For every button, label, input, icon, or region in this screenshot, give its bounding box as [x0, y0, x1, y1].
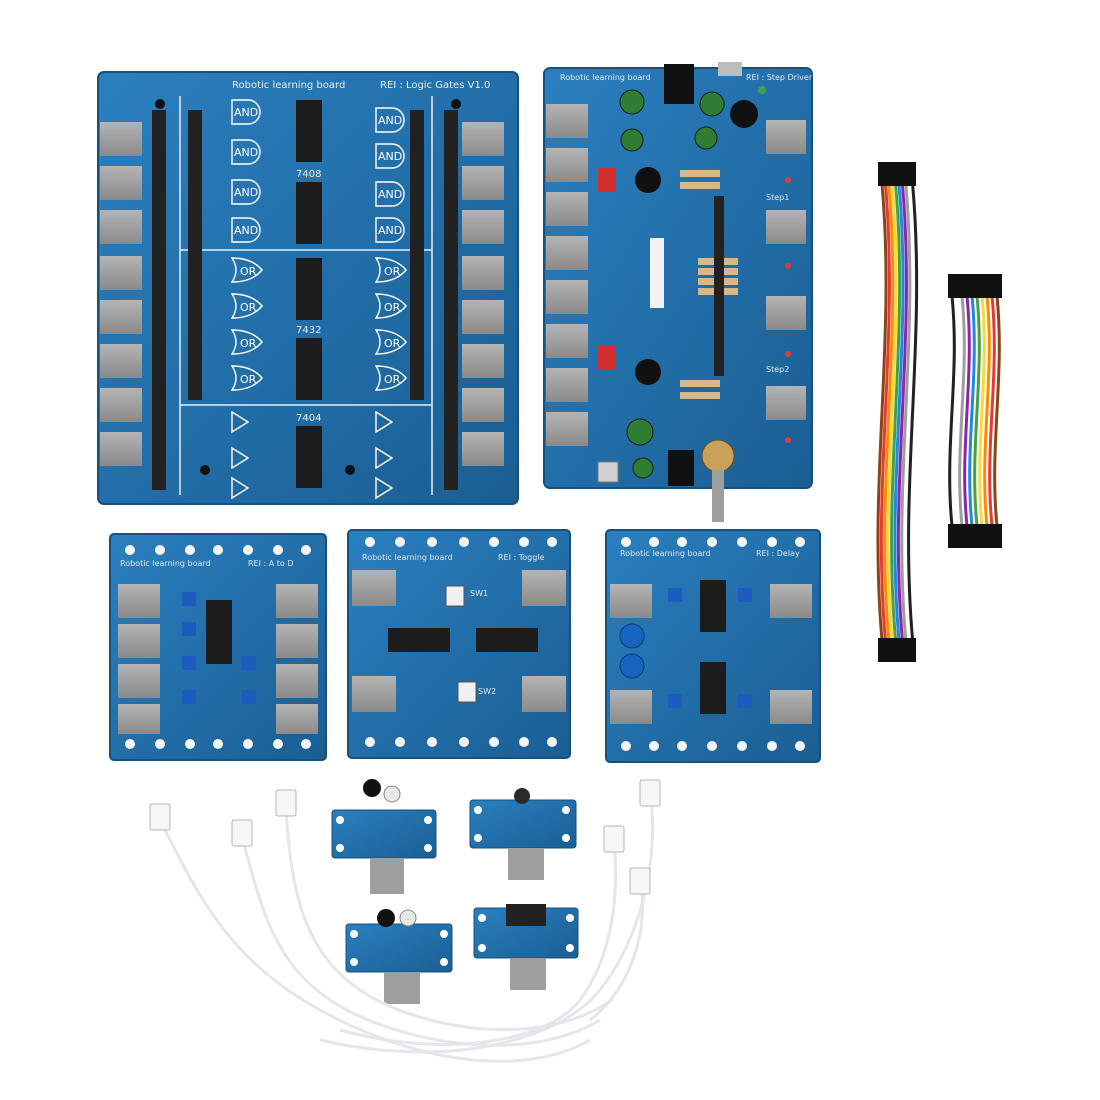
ribbon-wire	[879, 183, 891, 641]
white-rj-cables	[158, 789, 654, 1063]
sensor-module-ir-1	[331, 779, 437, 894]
logic-gates-board-subtitle: REI : Logic Gates V1.0	[380, 80, 490, 91]
ribbon-wire	[993, 295, 1001, 527]
and-label: AND	[378, 114, 402, 127]
a-to-d-board: Robotic learning board REI : A to D	[109, 533, 327, 761]
dupont-connector	[878, 638, 916, 662]
ribbon-wire	[983, 295, 991, 527]
ribbon-wire	[883, 183, 895, 641]
ribbon-wire	[903, 183, 915, 641]
sensor-module-switch	[473, 904, 579, 990]
delay-jacks	[610, 584, 812, 724]
a-to-d-jacks	[118, 584, 318, 734]
logic-gates-jacks-left	[100, 122, 142, 466]
rainbow-cable-long	[876, 162, 919, 662]
ribbon-wire	[968, 295, 976, 527]
ribbon-wire	[886, 183, 898, 641]
sw2-label: SW2	[478, 687, 496, 696]
dupont-connector	[878, 162, 916, 186]
ribbon-wire	[900, 183, 912, 641]
toggle-board-subtitle: REI : Toggle	[498, 553, 545, 562]
delay-board-title: Robotic learning board	[620, 549, 711, 558]
ic-7404-label: 7404	[296, 413, 321, 424]
or-label: OR	[384, 301, 401, 314]
ribbon-wire	[963, 295, 971, 527]
logic-gates-board-title: Robotic learning board	[232, 80, 345, 91]
ir-led-sensor-icon	[377, 909, 395, 927]
or-label: OR	[240, 265, 257, 278]
potentiometer	[701, 439, 735, 522]
step-driver-board-title: Robotic learning board	[560, 73, 651, 82]
rj-plugs	[149, 779, 661, 895]
or-label: OR	[384, 373, 401, 386]
ribbon-wire	[988, 295, 996, 527]
dupont-connector	[948, 524, 1002, 548]
ic-7432-label: 7432	[296, 325, 321, 336]
toggle-board: Robotic learning board REI : Toggle SW1 …	[347, 529, 571, 759]
or-label: OR	[240, 337, 257, 350]
or-gate-symbols: OR OR OR OR OR OR OR OR	[230, 257, 407, 391]
toggle-jacks	[352, 570, 566, 712]
ribbon-wire	[953, 295, 961, 527]
capacitors	[619, 89, 758, 479]
and-gate-symbols: AND AND AND AND AND AND AND AND	[231, 99, 405, 243]
and-label: AND	[234, 106, 258, 119]
ir-led-sensor-icon	[363, 779, 381, 797]
and-label: AND	[234, 186, 258, 199]
and-label: AND	[234, 146, 258, 159]
not-gate-symbols	[231, 410, 394, 500]
dc-jack	[664, 64, 694, 104]
photoresistor-sensor-icon	[514, 788, 530, 804]
and-label: AND	[378, 188, 402, 201]
ribbon-wire	[948, 295, 956, 527]
step1-label: Step1	[766, 193, 789, 202]
and-label: AND	[378, 150, 402, 163]
delay-board-subtitle: REI : Delay	[756, 549, 800, 558]
switch-sensor-icon	[506, 904, 546, 926]
a-to-d-board-title: Robotic learning board	[120, 559, 211, 568]
ribbon-wire	[958, 295, 966, 527]
sensor-module-photo	[469, 788, 577, 880]
dupont-connector	[948, 274, 1002, 298]
ic-chips	[296, 100, 322, 488]
ribbon-wire	[890, 183, 902, 641]
step-driver-board-subtitle: REI : Step Driver	[746, 73, 813, 82]
or-label: OR	[384, 337, 401, 350]
logic-gates-board: Robotic learning board REI : Logic Gates…	[97, 71, 519, 505]
step2-label: Step2	[766, 365, 789, 374]
ribbon-wire	[907, 183, 919, 641]
delay-board: Robotic learning board REI : Delay	[605, 529, 821, 763]
step-driver-jacks	[546, 104, 806, 446]
a-to-d-board-subtitle: REI : A to D	[248, 559, 294, 568]
or-label: OR	[240, 301, 257, 314]
logic-gates-jacks-right	[462, 122, 504, 466]
step-driver-board: Robotic learning board REI : Step Driver…	[543, 62, 813, 522]
or-label: OR	[240, 373, 257, 386]
ribbon-wire	[893, 183, 905, 641]
ic-7408-label: 7408	[296, 169, 321, 180]
sensor-module-ir-2	[345, 909, 453, 1004]
toggle-board-title: Robotic learning board	[362, 553, 453, 562]
or-label: OR	[384, 265, 401, 278]
rainbow-cable-short	[948, 274, 1002, 548]
ribbon-wire	[978, 295, 986, 527]
sw1-label: SW1	[470, 589, 488, 598]
and-label: AND	[234, 224, 258, 237]
ribbon-wire	[973, 295, 981, 527]
ribbon-wire	[876, 183, 888, 641]
ribbon-wire	[896, 183, 908, 641]
and-label: AND	[378, 224, 402, 237]
